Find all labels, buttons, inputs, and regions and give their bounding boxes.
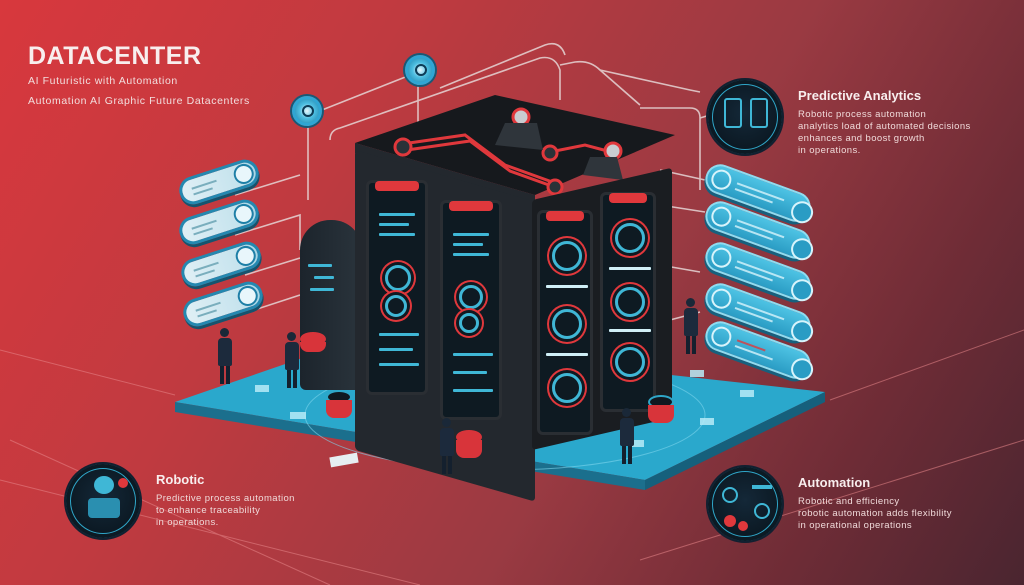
callout-body: Robotic and efficiency robotic automatio… [798, 496, 952, 531]
worker-figure [684, 298, 698, 354]
red-canister [326, 390, 352, 420]
callout-body: Robotic process automation analytics loa… [798, 109, 971, 156]
gauge-icon [708, 166, 735, 193]
worker-figure [285, 332, 299, 388]
server-screen-2 [440, 200, 502, 420]
callout-title: Automation [798, 475, 871, 490]
server-screen-4 [600, 192, 656, 412]
page-subtitle-secondary: Automation AI Graphic Future Datacenters [28, 95, 250, 107]
worker-figure [440, 418, 454, 474]
dial-icon [231, 161, 257, 187]
cloud-node-icon [292, 96, 322, 126]
server-racks-icon [706, 78, 784, 156]
callout-title: Robotic [156, 472, 205, 487]
red-canister [648, 395, 674, 425]
worker-figure [218, 328, 232, 384]
callout-robotic: Robotic Predictive process automation to… [64, 462, 295, 540]
gears-workflow-icon [706, 465, 784, 543]
red-canister [456, 430, 482, 460]
server-screen-3 [537, 210, 593, 435]
worker-figure [620, 408, 634, 464]
page-subtitle: AI Futuristic with Automation [28, 75, 178, 87]
storage-cylinder [300, 220, 362, 390]
red-canister [300, 332, 326, 362]
dial-icon [233, 243, 259, 269]
server-screen-1 [366, 180, 428, 395]
gauge-icon [708, 285, 735, 312]
user-node-icon [405, 55, 435, 85]
page-title: DATACENTER [28, 42, 202, 70]
callout-predictive-analytics: Predictive Analytics Robotic process aut… [706, 78, 971, 157]
gauge-icon [708, 203, 735, 230]
callout-automation: Automation Robotic and efficiency roboti… [706, 465, 952, 543]
page-header: DATACENTER AI Futuristic with Automation… [28, 42, 250, 108]
robot-icon [64, 462, 142, 540]
dial-icon [235, 283, 261, 309]
callout-title: Predictive Analytics [798, 88, 922, 103]
gauge-icon [708, 244, 735, 271]
callout-body: Predictive process automation to enhance… [156, 493, 295, 528]
dial-icon [231, 201, 257, 227]
